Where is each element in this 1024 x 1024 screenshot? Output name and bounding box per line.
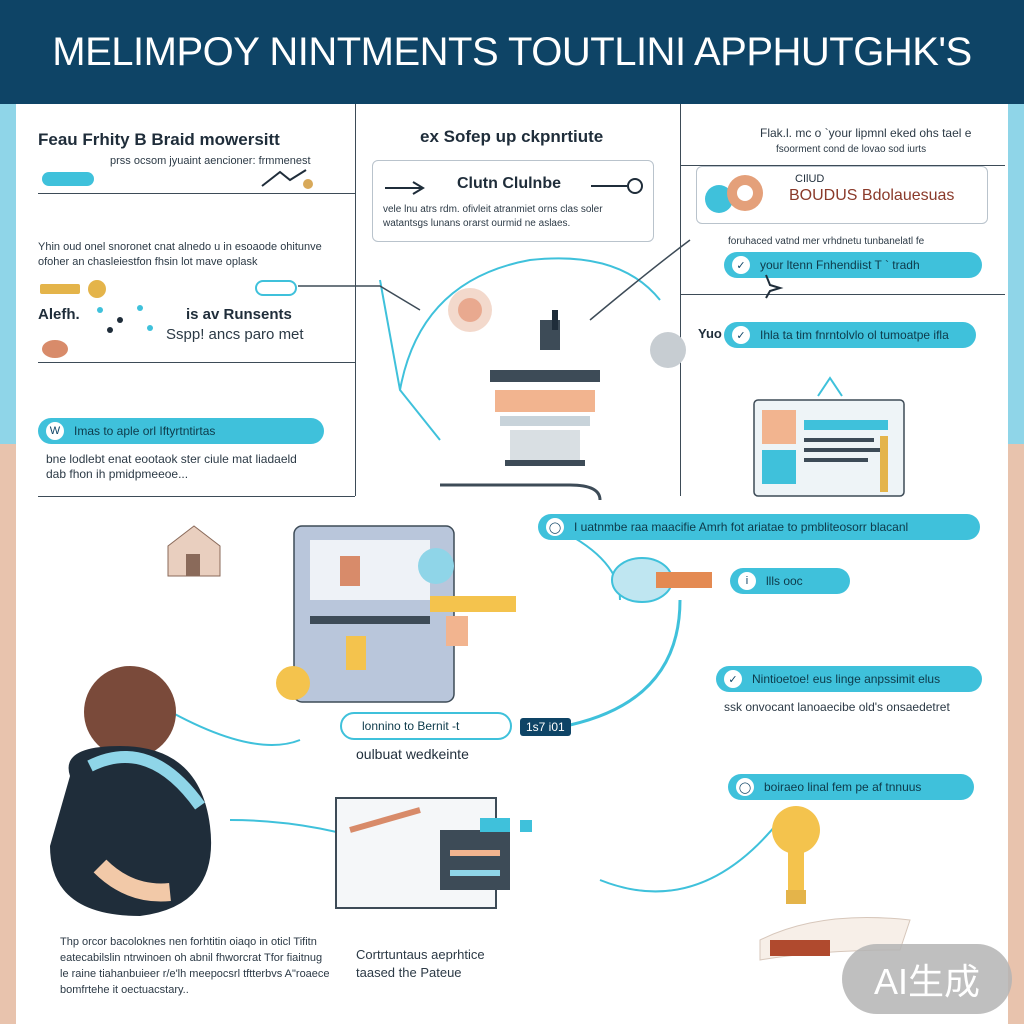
lower-center-tag: 1s7 i01 bbox=[520, 718, 571, 736]
laptop-illustration bbox=[335, 797, 532, 909]
yellow-dot-icon bbox=[88, 280, 106, 298]
right-card: CIlUD BOUDUS Bdolauesuas bbox=[696, 166, 988, 224]
pill-check-icon-2: ✓ bbox=[732, 326, 750, 344]
left-edge-strip-lower bbox=[0, 444, 16, 1024]
ai-generated-badge: AI生成 bbox=[842, 944, 1012, 1014]
center-card-text: vele lnu atrs rdm. ofivleit atranmiet or… bbox=[383, 204, 603, 229]
left-pill[interactable]: W Imas to aple orl Iftyrtntirtas bbox=[38, 418, 324, 444]
left-bottom-text: bne lodlebt enat eootaok ster ciule mat … bbox=[46, 452, 297, 481]
divider-left-1 bbox=[38, 193, 355, 194]
page-title: MELIMPOY NINTMENTS TOUTLINI APPHUTGHK'S bbox=[52, 29, 972, 74]
right-pill-1[interactable]: ✓ your ltenn Fnhendiist T ` tradh bbox=[724, 252, 982, 278]
round-gauge-icon bbox=[650, 332, 686, 368]
divider-right bbox=[680, 104, 681, 496]
pill-circle-icon: ◯ bbox=[546, 518, 564, 536]
left-edge-strip bbox=[0, 104, 16, 444]
right-card-label: BOUDUS Bdolauesuas bbox=[789, 187, 955, 204]
key-icon bbox=[591, 178, 643, 194]
arrow-left-icon bbox=[385, 181, 425, 195]
left-small-label: Alefh. bbox=[38, 306, 80, 323]
right-pill-2-label: Ihla ta tim fnrntolvlo ol tumoatpe ifla bbox=[760, 328, 949, 342]
gears-icon bbox=[705, 175, 763, 213]
bottom-center-text: Cortrtuntaus aeprhtice taased the Pateue bbox=[356, 947, 485, 980]
center-card: Clutn Clulnbe vele lnu atrs rdm. ofivlei… bbox=[372, 160, 654, 242]
lower-center-pill[interactable]: lonnino to Bernit -t bbox=[340, 712, 512, 740]
pill-circle-icon-2: ◯ bbox=[736, 778, 754, 796]
header-banner: MELIMPOY NINTMENTS TOUTLINI APPHUTGHK'S bbox=[0, 0, 1024, 104]
machine-illustration bbox=[379, 257, 661, 501]
divider-right-2 bbox=[680, 294, 1005, 295]
dashboard-illustration bbox=[753, 376, 905, 497]
pill-letter-icon: W bbox=[46, 422, 64, 440]
runnents-title: is av Runsents bbox=[186, 306, 292, 323]
sparkle-icon bbox=[765, 274, 784, 299]
right-pill-1-label: your ltenn Fnhendiist T ` tradh bbox=[760, 258, 920, 272]
lower-pill-mid-label: Nintioetoe! eus linge anpssimit elus bbox=[752, 672, 941, 686]
lower-pill-bottom-label: boiraeo linal fem pe af tnnuus bbox=[764, 780, 922, 794]
left-heading: Feau Frhity B Braid mowersitt bbox=[38, 130, 280, 149]
runnents-subtitle: Sspp! ancs paro met bbox=[166, 326, 304, 343]
center-card-title: Clutn Clulnbe bbox=[457, 175, 561, 192]
pill-info-icon: i bbox=[738, 572, 756, 590]
lower-pill-small-label: llls ooc bbox=[766, 574, 803, 588]
bottom-left-text: Thp orcor bacoloknes nen forhtitin oiaqo… bbox=[60, 936, 330, 996]
pill-check-icon: ✓ bbox=[732, 256, 750, 274]
lower-center-pill-label: lonnino to Bernit -t bbox=[362, 719, 460, 733]
lower-pill-top-label: I uatnmbe raa maacifie Amrh fot ariatae … bbox=[574, 520, 909, 534]
right-edge-strip-lower bbox=[1008, 444, 1024, 1024]
pill-check-icon-3: ✓ bbox=[724, 670, 742, 688]
device-illustration bbox=[611, 557, 712, 603]
right-heading: Flak.l. mc o `your lipmnl eked ohs tael … bbox=[760, 126, 972, 140]
chat-bubble-icon bbox=[42, 340, 68, 358]
right-pill-2[interactable]: ✓ Ihla ta tim fnrntolvlo ol tumoatpe ifl… bbox=[724, 322, 976, 348]
left-tag-icon bbox=[42, 172, 94, 186]
left-pill-label: Imas to aple orl Iftyrtntirtas bbox=[74, 424, 216, 438]
divider-left bbox=[355, 104, 356, 496]
right-subheading: fsoorment cond de lovao sod iurts bbox=[776, 144, 927, 155]
divider-left-3 bbox=[38, 496, 355, 497]
yellow-round-icon bbox=[276, 666, 310, 700]
person-illustration bbox=[50, 666, 212, 916]
divider-right-1 bbox=[680, 165, 1005, 166]
printer-illustration bbox=[293, 525, 516, 703]
lower-mid-text: ssk onvocant lanoaecibe old's onsaedetre… bbox=[724, 700, 950, 714]
left-subtext: prss ocsom jyuaint aencioner: frmmenest bbox=[110, 155, 311, 167]
center-heading: ex Sofep up ckpnrtiute bbox=[420, 127, 604, 146]
right-card-label-top: CIlUD bbox=[795, 173, 825, 185]
tools-icon bbox=[261, 169, 313, 189]
lower-pill-top[interactable]: ◯ I uatnmbe raa maacifie Amrh fot ariata… bbox=[538, 514, 980, 540]
yellow-bar-icon bbox=[40, 284, 80, 294]
lower-pill-bottom[interactable]: ◯ boiraeo linal fem pe af tnnuus bbox=[728, 774, 974, 800]
lower-pill-small[interactable]: i llls ooc bbox=[730, 568, 850, 594]
right-edge-strip bbox=[1008, 104, 1024, 444]
scatter-icon bbox=[97, 305, 153, 333]
divider-left-2 bbox=[38, 362, 355, 363]
lower-pill-mid[interactable]: ✓ Nintioetoe! eus linge anpssimit elus bbox=[716, 666, 982, 692]
right-line-text: foruhaced vatnd mer vrhdnetu tunbanelatl… bbox=[728, 236, 925, 247]
small-toggle-icon bbox=[255, 280, 297, 296]
lower-center-caption: oulbuat wedkeinte bbox=[356, 746, 469, 762]
right-pill-2-prefix: Yuo bbox=[698, 326, 722, 341]
left-body-text: Yhin oud onel snoronet cnat alnedo u in … bbox=[38, 241, 322, 268]
house-icon bbox=[167, 525, 221, 577]
